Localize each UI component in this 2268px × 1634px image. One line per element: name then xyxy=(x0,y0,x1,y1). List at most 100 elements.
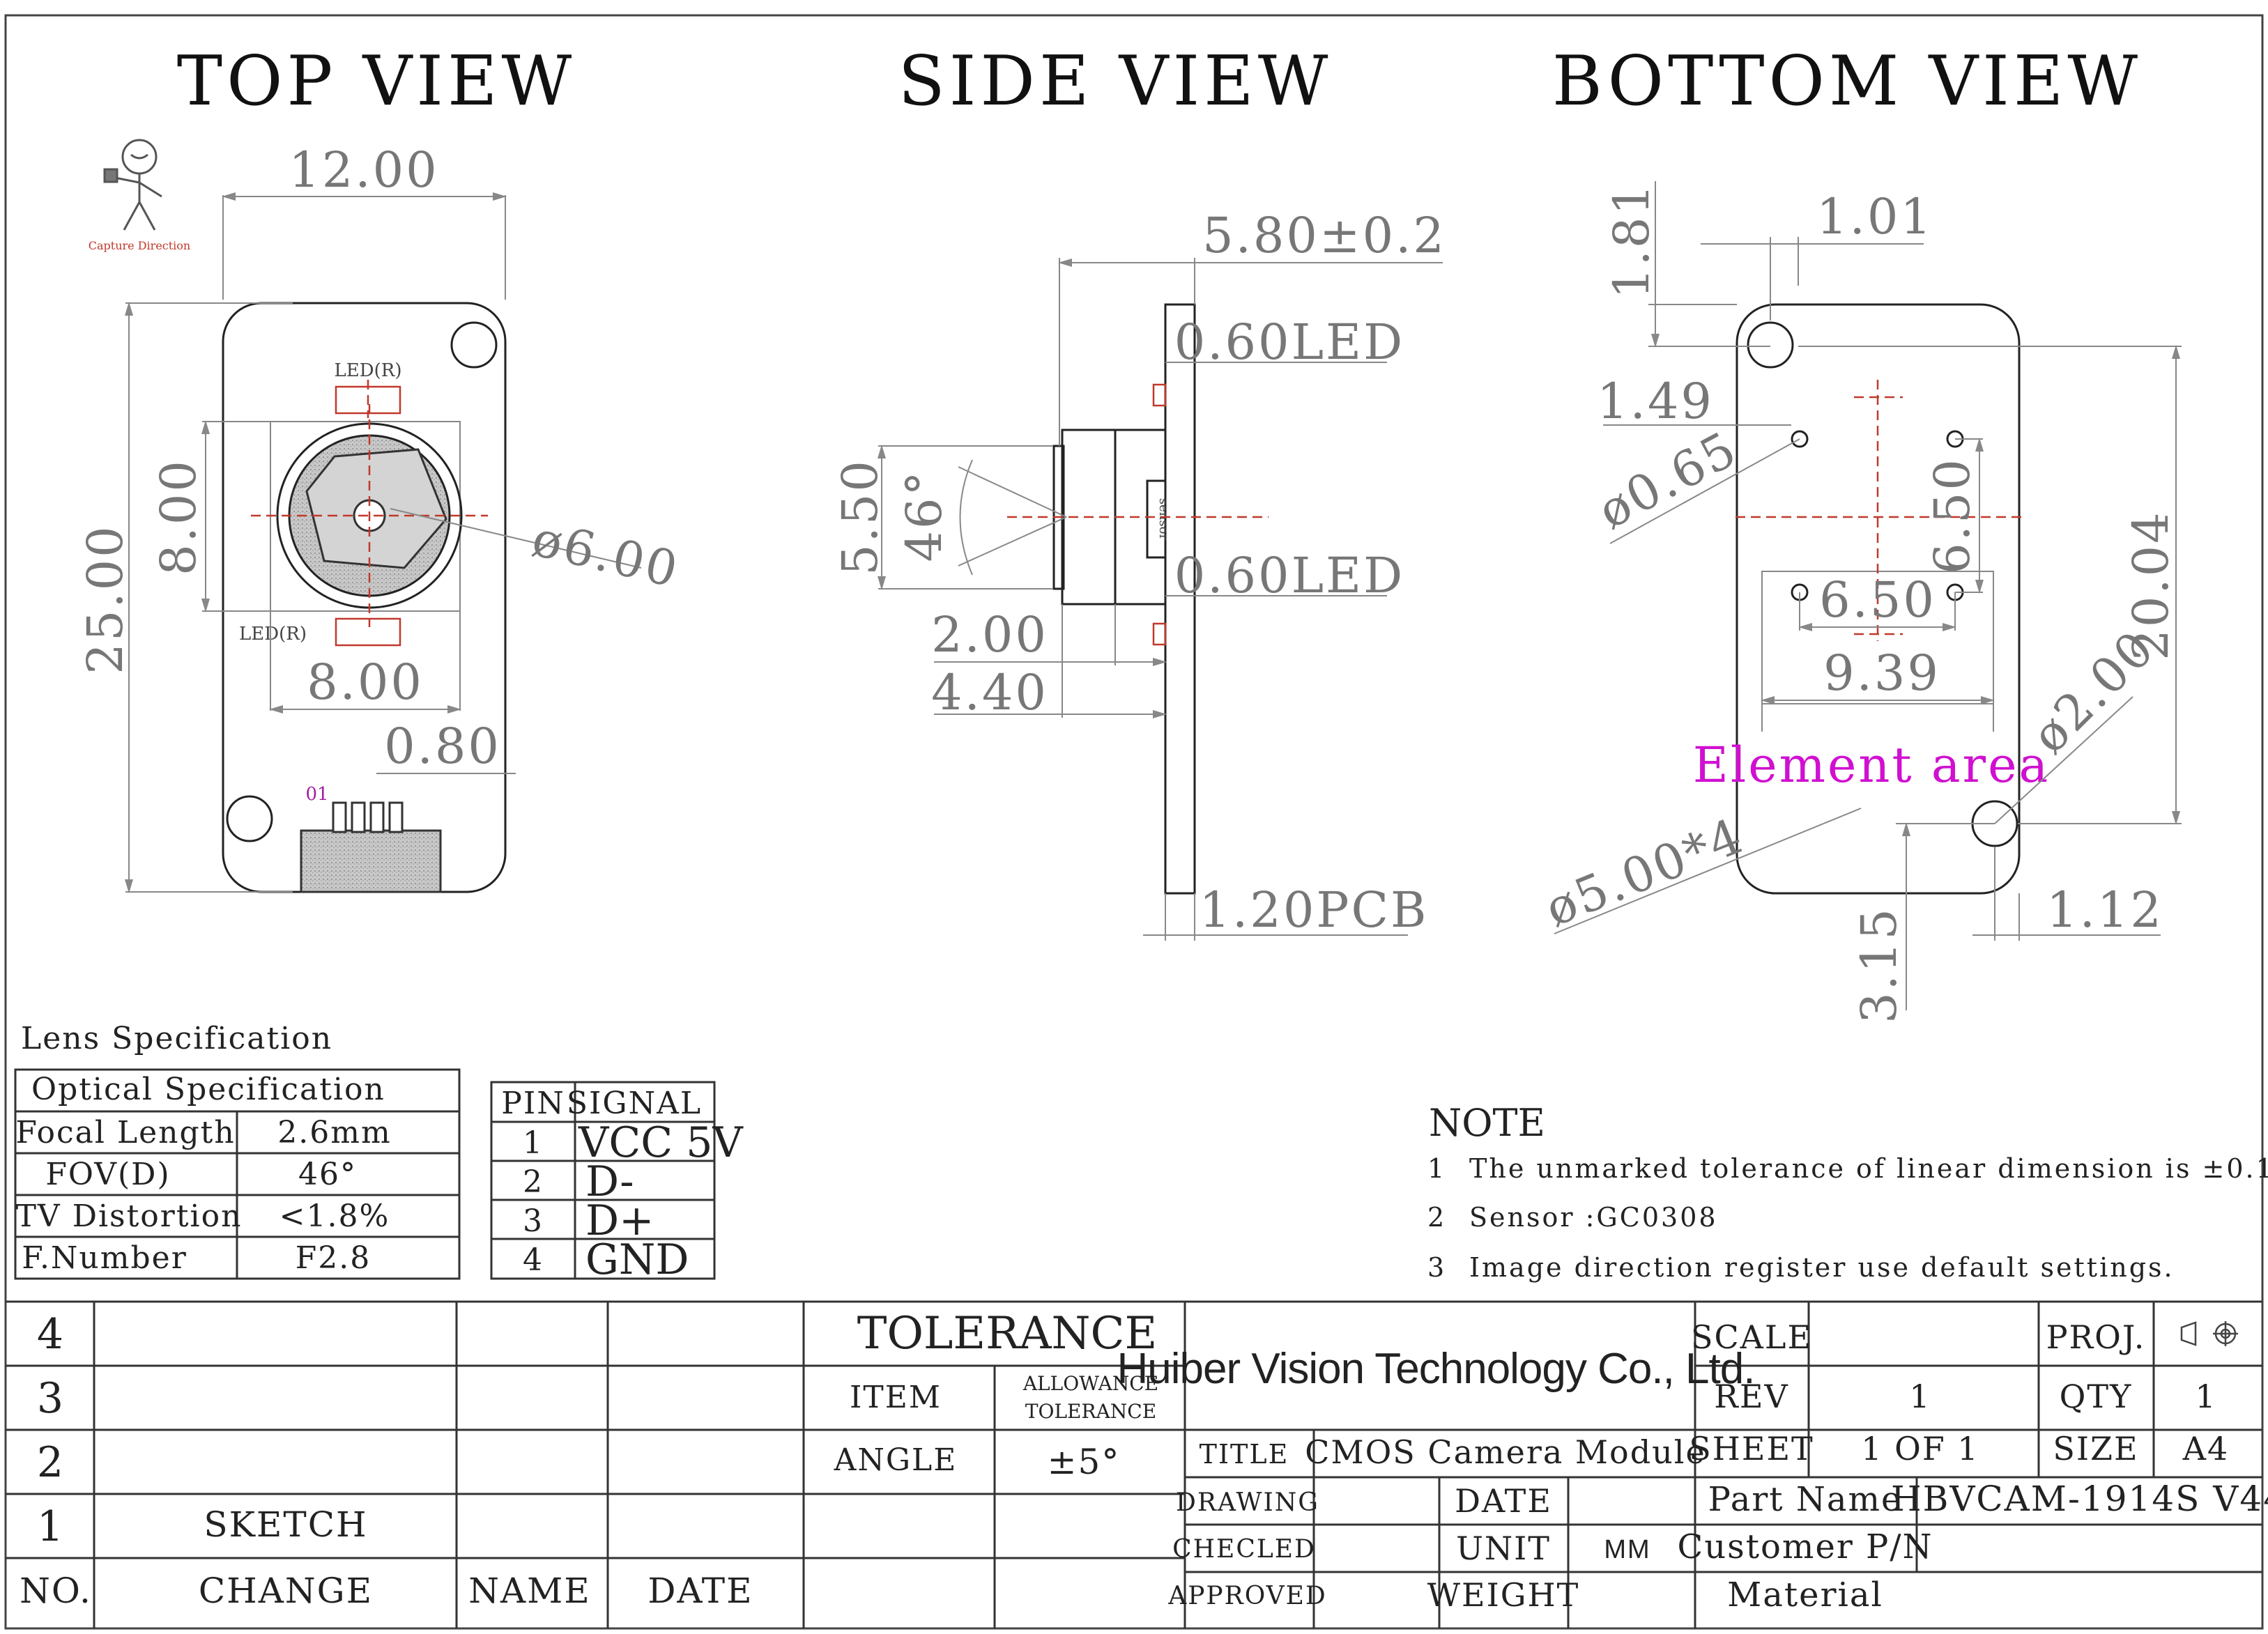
revision-change: SKETCH xyxy=(204,1504,367,1545)
lens-row-label: F.Number xyxy=(22,1240,187,1276)
tolerance-allowance: TOLERANCE xyxy=(1025,1400,1156,1423)
dim-lens-diameter: ø6.00 xyxy=(527,510,684,599)
date-label: DATE xyxy=(1455,1482,1552,1520)
capture-direction-icon xyxy=(103,139,162,231)
company-name: Huiber Vision Technology Co., Ltd. xyxy=(1117,1345,1755,1393)
size-label: SIZE xyxy=(2053,1430,2138,1467)
capture-direction-label: Capture Direction xyxy=(89,239,190,252)
projection-symbol-icon xyxy=(2180,1321,2238,1346)
lens-row-value: 2.6mm xyxy=(277,1115,391,1150)
dim-small-offset: 1.49 xyxy=(1597,373,1714,430)
customer-pn-label: Customer P/N xyxy=(1677,1527,1933,1566)
note-number: 3 xyxy=(1427,1252,1446,1283)
dim-led-bottom: 0.60LED xyxy=(1174,547,1405,604)
tolerance-item: ITEM xyxy=(850,1380,942,1415)
pin-signal: D+ xyxy=(585,1196,654,1245)
bottom-small-hole xyxy=(1791,430,1809,448)
proj-label: PROJ. xyxy=(2046,1318,2146,1356)
lens-row-label: TV Distortion xyxy=(16,1198,243,1234)
dim-hole-y: 1.81 xyxy=(1603,182,1660,299)
dim-sensor-vertical: 8.00 xyxy=(150,458,207,576)
material-label: Material xyxy=(1727,1575,1883,1614)
qty-label: QTY xyxy=(2060,1378,2133,1415)
note-number: 2 xyxy=(1427,1202,1446,1233)
dim-bottom-x: 1.12 xyxy=(2046,881,2163,939)
side-sensor-label: sensor xyxy=(1156,498,1171,541)
sheet-label: SHEET xyxy=(1689,1430,1814,1467)
dim-top-width: 12.00 xyxy=(289,141,438,199)
checked-label: CHECLED xyxy=(1172,1535,1316,1564)
part-name-label: Part Name xyxy=(1708,1480,1903,1519)
lens-spec-header: Optical Specification xyxy=(31,1072,385,1107)
part-name-value: HBVCAM-1914S V44 xyxy=(1891,1479,2268,1519)
lens-row-value: F2.8 xyxy=(296,1240,371,1276)
led-top-label: LED(R) xyxy=(335,360,402,381)
lens-row-label: Focal Length xyxy=(15,1115,235,1150)
dim-hole-diameter: ø2.00 xyxy=(2021,619,2166,764)
revision-number: 2 xyxy=(37,1438,63,1487)
pin-number: 4 xyxy=(523,1242,544,1278)
bottom-mount-hole xyxy=(1747,321,1794,369)
unit-value: MM xyxy=(1604,1535,1650,1564)
qty-value: 1 xyxy=(2195,1378,2216,1415)
dim-pattern-horizontal: 6.50 xyxy=(1819,571,1936,629)
note-text: The unmarked tolerance of linear dimensi… xyxy=(1469,1153,2268,1184)
lens-spec-table: Lens Specification Optical Specification… xyxy=(14,1021,461,1280)
dim-pin-pitch: 0.80 xyxy=(384,718,501,775)
pin-number: 1 xyxy=(523,1125,544,1161)
dim-pattern-vertical: 6.50 xyxy=(1924,457,1981,574)
bottom-view-title: BOTTOM VIEW xyxy=(1552,42,2142,121)
header-name: NAME xyxy=(468,1571,591,1611)
dim-hole-x: 1.01 xyxy=(1816,188,1933,245)
dim-corner-radius: ø5.00*4 xyxy=(1538,807,1752,938)
revision-number: 4 xyxy=(37,1310,63,1359)
dim-sensor-horizontal: 8.00 xyxy=(307,654,424,711)
weight-label: WEIGHT xyxy=(1427,1576,1580,1614)
lens-row-value: 46° xyxy=(298,1157,357,1192)
header-no: NO. xyxy=(20,1571,92,1611)
notes-heading: NOTE xyxy=(1429,1101,1545,1145)
drawing-label: DRAWING xyxy=(1176,1488,1319,1517)
size-value: A4 xyxy=(2182,1430,2230,1467)
approved-label: APPROVED xyxy=(1167,1582,1327,1610)
bottom-pcb-outline xyxy=(1736,303,2021,895)
connector-pins xyxy=(332,801,404,833)
pin-table: PIN SIGNAL 1 VCC 5V 2 D- 3 D+ 4 GND xyxy=(490,1081,744,1284)
pin-signal: VCC 5V xyxy=(578,1118,744,1167)
dim-small-hole-dia: ø0.65 xyxy=(1588,420,1747,540)
notes: NOTE 1 The unmarked tolerance of linear … xyxy=(1427,1101,2268,1283)
dim-fov-angle: 46° xyxy=(896,469,953,562)
dim-element-width: 9.39 xyxy=(1823,645,1940,702)
dim-holder-height: 5.50 xyxy=(832,458,889,576)
revision-number: 3 xyxy=(37,1374,63,1423)
lens-row-value: <1.8% xyxy=(279,1198,390,1234)
top-mount-hole xyxy=(450,321,498,369)
pin-signal: GND xyxy=(585,1235,689,1284)
dim-bottom-y: 3.15 xyxy=(1851,907,1908,1024)
title-block: 4 3 2 1 SKETCH NO. CHANGE NAME DATE TOLE… xyxy=(6,1300,2268,1628)
pin-col-header: PIN xyxy=(501,1086,565,1121)
dim-side-total: 5.80±0.2 xyxy=(1202,207,1446,264)
tolerance-heading: TOLERANCE xyxy=(857,1308,1157,1359)
led-bottom-label: LED(R) xyxy=(239,624,307,645)
lens-row-label: FOV(D) xyxy=(45,1157,170,1192)
unit-label: UNIT xyxy=(1456,1529,1551,1567)
side-sensor xyxy=(1146,479,1167,559)
pin-signal: D- xyxy=(585,1157,634,1206)
rev-value: 1 xyxy=(1909,1378,1931,1415)
tolerance-allowance: ALLOWANCE xyxy=(1022,1372,1158,1395)
side-led-top xyxy=(1152,383,1167,407)
note-text: Sensor :GC0308 xyxy=(1469,1202,1718,1233)
top-view-title: TOP VIEW xyxy=(177,42,576,121)
sheet-value: 1 OF 1 xyxy=(1861,1430,1979,1467)
dim-pcb-thickness: 1.20PCB xyxy=(1200,881,1429,939)
title-value: CMOS Camera Module xyxy=(1305,1433,1706,1471)
sheet-border xyxy=(4,14,2264,1630)
side-view: sensor 46° 5.80±0.2 0.60LED 0.60LED 5.50… xyxy=(832,207,1446,941)
dim-holder-length: 4.40 xyxy=(931,664,1048,721)
header-date: DATE xyxy=(648,1571,753,1611)
usb-connector xyxy=(300,829,442,893)
side-led-bottom xyxy=(1152,622,1167,646)
rev-label: REV xyxy=(1714,1378,1788,1415)
signal-col-header: SIGNAL xyxy=(567,1086,702,1121)
